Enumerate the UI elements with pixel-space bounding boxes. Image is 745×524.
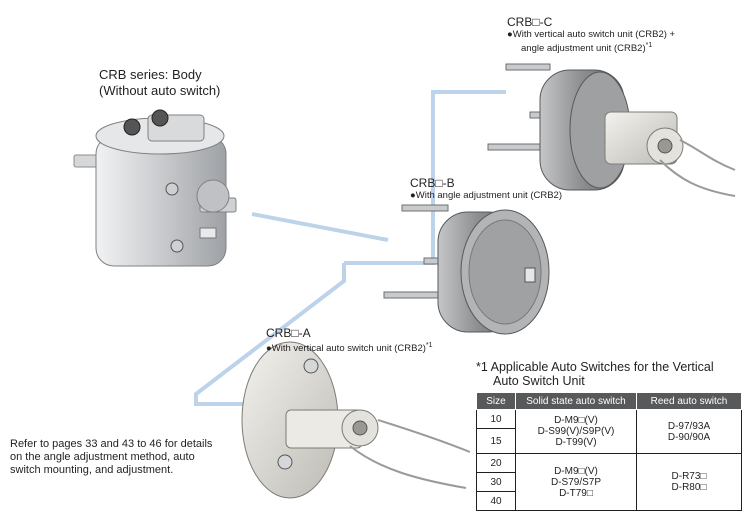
variant-c-line2-wrap: angle adjustment unit (CRB2)*1 [507, 40, 675, 54]
switch-table-marker: *1 [476, 360, 488, 374]
note-line2: on the angle adjustment method, auto [10, 451, 195, 463]
note-line3: switch mounting, and adjustment. [10, 464, 174, 476]
reed-item: D-R73□ [671, 471, 707, 482]
variant-a-line1-wrap: ●With vertical auto switch unit (CRB2)*1 [266, 340, 433, 354]
table-row: 20 D-M9□(V) D-S79/S7P D-T79□ D-R73□ D-R8… [476, 453, 742, 511]
variant-c-line1: ●With vertical auto switch unit (CRB2) + [507, 29, 676, 40]
reference-note: Refer to pages 33 and 43 to 46 for detai… [10, 438, 212, 477]
variant-c-code: CRB□-C [507, 15, 553, 29]
solid-state-item: D-S79/S7P [550, 476, 602, 488]
variant-a-line1: ●With vertical auto switch unit (CRB2) [266, 343, 426, 355]
table-row: 10 D-M9□(V) D-S99(V)/S9P(V) D-T99(V) D-9… [476, 409, 742, 454]
note-line1: Refer to pages 33 and 43 to 46 for detai… [10, 438, 213, 450]
body-label-line1: CRB series: Body [99, 67, 202, 82]
table-row: 15 [476, 428, 742, 454]
reed-item: D-97/93A [667, 420, 711, 432]
solid-state-item: D-M9□(V) [554, 465, 598, 477]
connector-lines [194, 90, 506, 406]
table-header-row: Size Solid state auto switch Reed auto s… [476, 392, 742, 410]
variant-a-code: CRB□-A [266, 326, 311, 340]
switch-table-title-line1: Applicable Auto Switches for the Vertica… [490, 360, 714, 374]
switch-table-title-line2: Auto Switch Unit [493, 374, 585, 388]
size-cell: 20 [476, 453, 516, 473]
variant-b-line1: ●With angle adjustment unit (CRB2) [410, 190, 562, 201]
solid-state-item: D-T99(V) [555, 437, 597, 448]
body-label-line2: (Without auto switch) [99, 83, 221, 98]
variant-c-label: CRB□-C ●With vertical auto switch unit (… [507, 15, 675, 54]
header-reed: Reed auto switch [636, 392, 742, 410]
reed-item: D-90/90A [667, 431, 711, 443]
solid-state-cell: D-M9□(V) D-S79/S7P D-T79□ [515, 453, 637, 511]
body-label: CRB series: Body (Without auto switch) [99, 67, 220, 99]
reed-item: D-R80□ [671, 482, 707, 493]
solid-state-cell: D-M9□(V) D-S99(V)/S9P(V) D-T99(V) [515, 409, 637, 454]
size-cell: 10 [476, 409, 516, 429]
variant-b-label: CRB□-B ●With angle adjustment unit (CRB2… [410, 176, 562, 201]
variant-a-footnote-mark: *1 [425, 342, 433, 349]
solid-state-item: D-T79□ [559, 487, 593, 499]
header-solid-state: Solid state auto switch [515, 392, 637, 410]
size-cell: 40 [476, 491, 516, 511]
switch-table-title: *1 Applicable Auto Switches for the Vert… [476, 360, 714, 388]
solid-state-item: D-S99(V)/S9P(V) [537, 426, 615, 437]
variant-b-code: CRB□-B [410, 176, 455, 190]
reed-cell: D-R73□ D-R80□ [636, 453, 742, 511]
table-row: 40 [476, 491, 742, 511]
reed-cell: D-97/93A D-90/90A [636, 409, 742, 454]
crb-b-image [383, 204, 550, 335]
header-size: Size [476, 392, 516, 410]
auto-switch-table: Size Solid state auto switch Reed auto s… [476, 392, 742, 511]
variant-c-footnote-mark: *1 [645, 42, 653, 49]
size-cell: 15 [476, 428, 516, 454]
variant-c-line2: angle adjustment unit (CRB2) [521, 43, 646, 55]
solid-state-item: D-M9□(V) [554, 415, 598, 426]
crb-body-image [73, 109, 237, 267]
crb-a-image [241, 341, 471, 499]
crb-c-image [487, 63, 736, 197]
size-cell: 30 [476, 472, 516, 492]
variant-a-label: CRB□-A ●With vertical auto switch unit (… [266, 326, 433, 354]
